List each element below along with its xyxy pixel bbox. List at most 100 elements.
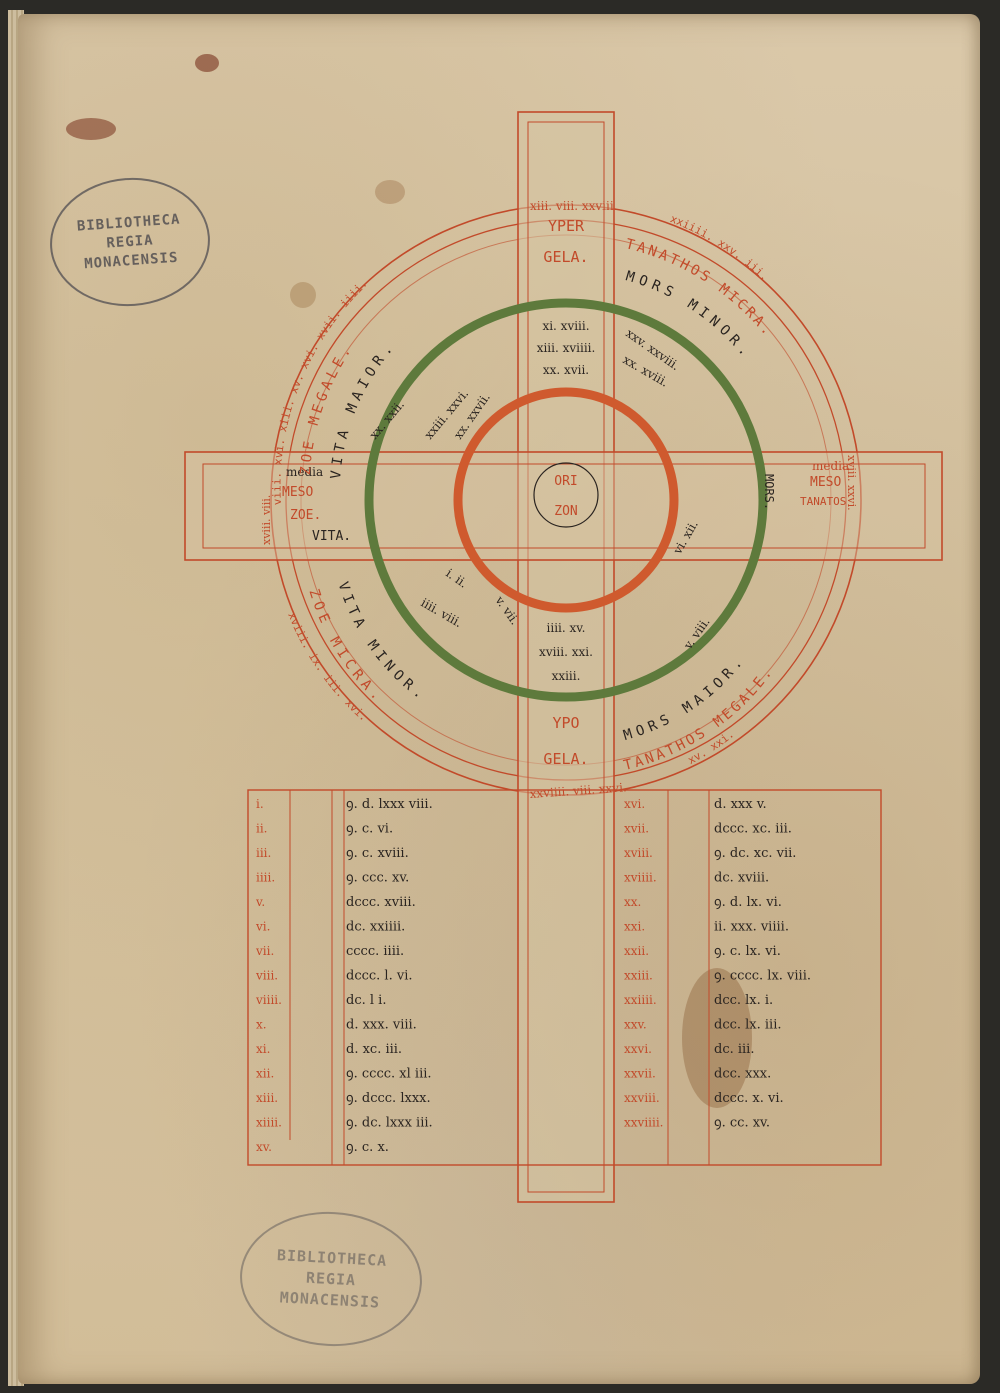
table-row-number: xxvi. [624,1042,652,1056]
ink-stain [375,180,405,204]
orange-ring [453,387,679,613]
table-row-value: ꝯ. d. lx. vi. [714,895,782,910]
table-row-value: cccc. iiii. [346,944,404,959]
ink-spot [66,118,116,140]
cross-horizontal-bar [184,451,943,561]
table-row-value: dccc. xviii. [346,895,416,910]
table-row-value: dccc. x. vi. [714,1091,784,1106]
top-ring-numbers: xiii. viii. xxviii. [530,199,617,213]
table-row-number: xxii. [624,944,649,958]
table-row-number: vi. [255,920,270,934]
table-row-number: viii. [255,969,278,983]
arc-lower-left-black: VITA MINOR. [335,580,431,705]
inner-ll-1: i. ii. [443,566,470,591]
table-row-value: dc. l i. [346,993,386,1008]
left-ring-numbers: xviii. viii. [260,495,273,545]
manuscript-page [18,14,980,1384]
table-row-value: ꝯ. ccc. xv. [346,871,409,886]
table-row-value: dc. iii. [714,1042,754,1057]
green-ring [364,298,768,702]
table-row-number: xiii. [256,1091,278,1105]
table-row-number: xv. [256,1140,272,1154]
table-row-value: dcc. lx. iii. [714,1018,782,1033]
top-cell-2: xiii. xviiii. [537,341,596,355]
table-row-value: ꝯ. cc. xv. [714,1116,770,1131]
ink-spot [195,54,219,72]
table-row-value: ꝯ. c. x. [346,1140,389,1155]
table-row-value: ꝯ. d. lxxx viii. [346,797,433,812]
table-row-value: dc. xxiiii. [346,920,405,935]
left-word-4: VITA. [312,529,351,544]
bottom-word-2: GELA. [543,750,588,768]
table-row-value: ꝯ. c. vi. [346,822,393,837]
inner-ul-1: xx. xxii. [367,398,407,442]
bottom-word-1: YPO [552,714,579,732]
right-word-3: TANATOS [800,495,846,508]
table-row-number: xxviii. [624,1091,660,1105]
table-row-value: ꝯ. cccc. xl iii. [346,1067,432,1082]
table-row-value: ꝯ. dc. lxxx iii. [346,1116,433,1131]
table-row-value: d. xc. iii. [346,1042,402,1057]
top-word-1: YPER [548,217,585,235]
table-row-number: xii. [256,1067,274,1081]
table-row-value: dcc. lx. i. [714,993,773,1008]
top-word-2: GELA. [543,248,588,266]
table-row-number: xxiii. [624,969,653,983]
table-row-number: xviii. [624,846,653,860]
cross-vertical-inner [527,121,605,1193]
table-row-number: ii. [256,822,268,836]
table-row-value: d. xxx v. [714,797,767,812]
table-row-value: dc. xviii. [714,871,769,886]
table-row-number: xxiiii. [624,993,657,1007]
table-row-value: ii. xxx. viiii. [714,920,789,935]
cross-horizontal-inner [202,463,926,549]
top-cell-3: xx. xvii. [543,363,589,377]
water-stain [682,968,752,1108]
right-word-1: media [812,459,849,473]
top-cell-1: xi. xviii. [542,319,589,333]
left-word-2: MESO [282,485,313,500]
left-word-1: media [286,465,323,479]
table-row-number: xxviiii. [624,1116,663,1130]
table-row-number: vii. [255,944,274,958]
right-word-4: MORS. [762,474,776,510]
table-row-number: iii. [256,846,271,860]
table-row-number: iiii. [256,871,275,885]
table-row-value: ꝯ. c. lx. vi. [714,944,781,959]
table-row-number: xiiii. [256,1116,282,1130]
table-row-number: xvii. [624,822,649,836]
table-row-number: xxvii. [624,1067,656,1081]
table-row-value: ꝯ. cccc. lx. viii. [714,969,811,984]
center-label-2: ZON [554,504,577,519]
bottom-cell-2: xviii. xxi. [539,645,593,659]
table-row-value: d. xxx. viii. [346,1018,417,1033]
bottom-cell-1: iiii. xv. [547,621,586,635]
table-row-value: dccc. xc. iii. [714,822,792,837]
table-row-value: dccc. l. vi. [346,969,413,984]
table-row-value: ꝯ. dccc. lxxx. [346,1091,431,1106]
cross-vertical-bar [517,111,615,1203]
right-word-2: MESO [810,475,841,490]
table-row-number: xvi. [624,797,645,811]
center-circle [533,462,599,528]
table-row-value: ꝯ. dc. xc. vii. [714,846,796,861]
table-row-number: i. [256,797,264,811]
left-word-3: ZOE. [290,508,321,523]
center-label-1: ORI [554,474,577,489]
right-ring-numbers: xviii. xxvi. [845,455,858,511]
table-row-number: xx. [624,895,641,909]
table-row-number: xviiii. [624,871,657,885]
ink-stain [290,282,316,308]
table-row-number: xi. [256,1042,270,1056]
table-left-column: i. ꝯ. d. lxxx viii. ii. ꝯ. c. vi. iii. ꝯ. c. … [255,797,433,1155]
table-row-number: xxv. [624,1018,647,1032]
table-row-number: v. [255,895,265,909]
inner-ll-2: iiii. viii. [419,595,465,630]
table-row-number: x. [256,1018,267,1032]
table-row-number: xxi. [624,920,645,934]
table-right-column: xvi. d. xxx v. xvii. dccc. xc. iii. xviii. ꝯ.… [624,797,811,1131]
table-frame [247,789,882,1166]
table-row-value: dcc. xxx. [714,1067,771,1082]
bottom-cell-3: xxiii. [552,669,581,683]
